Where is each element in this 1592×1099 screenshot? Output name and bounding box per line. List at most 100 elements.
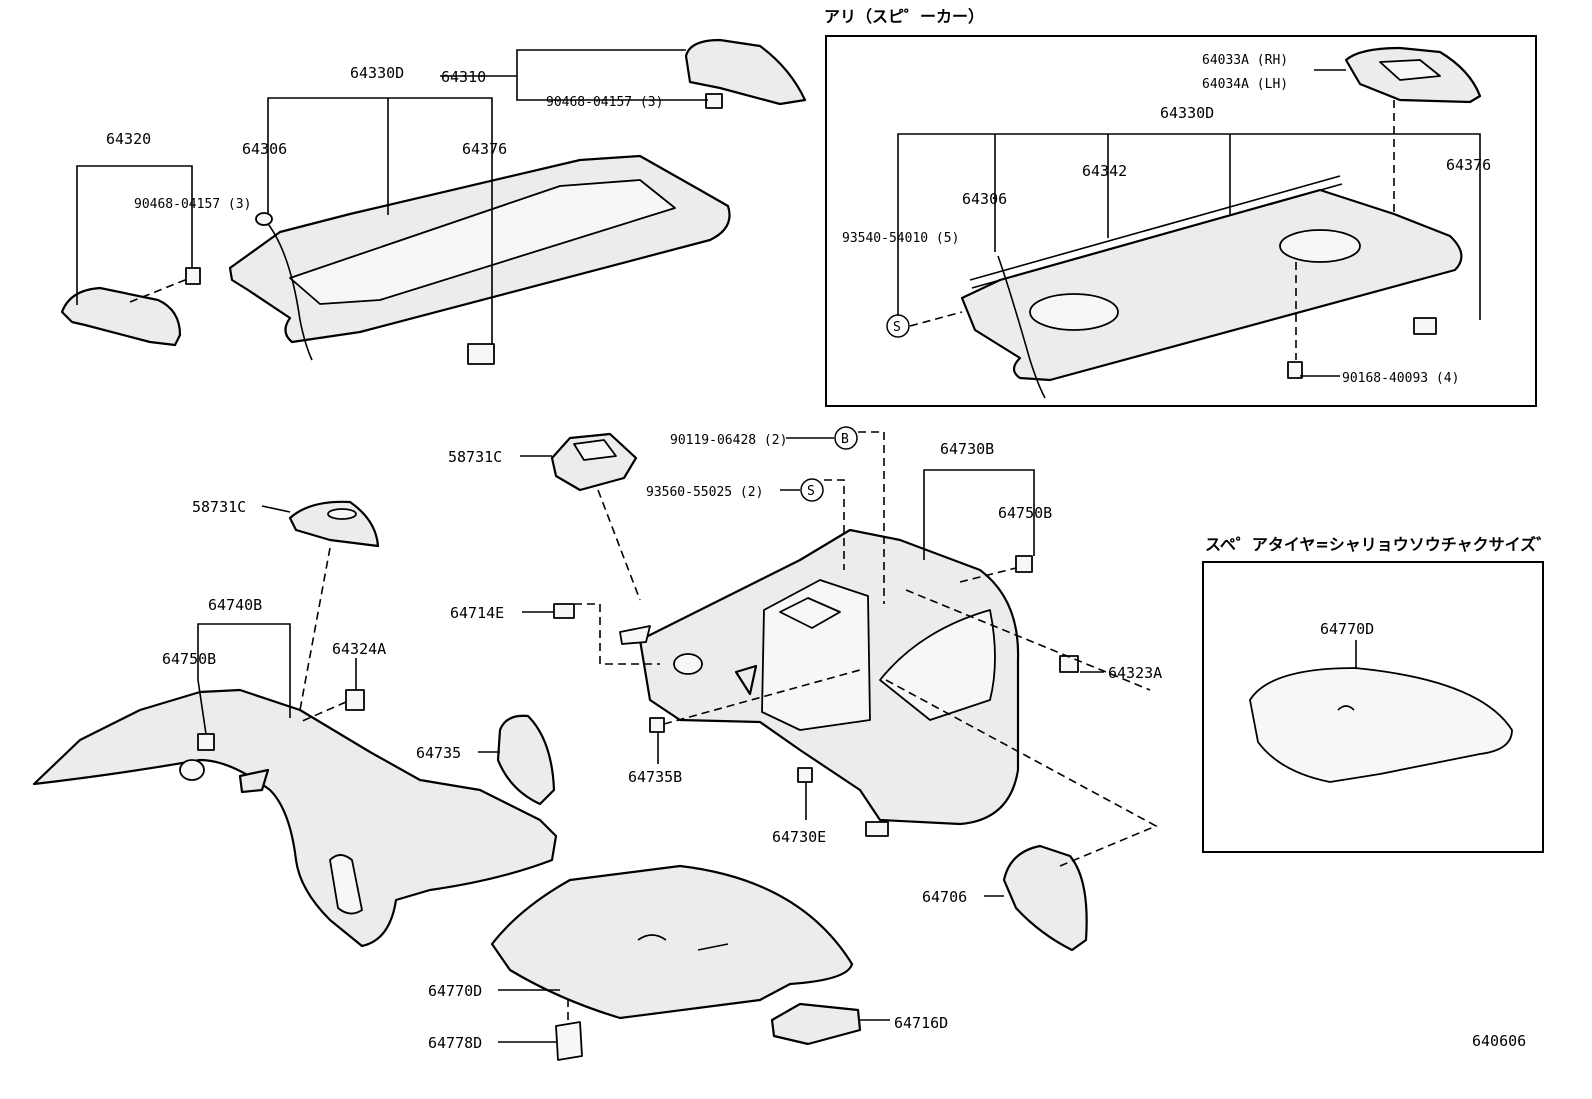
- label-90468-b: 90468-04157 (3): [546, 95, 663, 110]
- leader-dash: [909, 311, 963, 327]
- speaker-hole-left: [1029, 293, 1119, 331]
- label-64730E: 64730E: [772, 828, 826, 846]
- clip-64730E-b: [865, 821, 889, 837]
- tray-cord-64306: [264, 219, 313, 361]
- clip-64750B-left: [197, 733, 215, 751]
- leader-dash: [905, 589, 1151, 691]
- leader-dash-s: [824, 479, 845, 570]
- spare-tire-cover-64770D: [1249, 667, 1513, 783]
- leader-58731C-left: [261, 505, 291, 513]
- label-64750B-right: 64750B: [998, 504, 1052, 522]
- label-64320: 64320: [106, 130, 151, 148]
- clip-64750B-right: [1015, 555, 1033, 573]
- liner-left-clip: [238, 768, 270, 794]
- leader-64750B-left: [197, 679, 207, 735]
- clip-64714E: [553, 603, 575, 619]
- liner-right-well: [879, 609, 996, 721]
- liner-left-pocket: [329, 854, 363, 915]
- leader-64730B: [923, 469, 1035, 560]
- label-64706: 64706: [922, 888, 967, 906]
- spare-tire-inset-caption: スペ゜アタイヤ=シャリョウソウチャクサイズ゛: [1205, 535, 1552, 554]
- light-cover-58731C-left: [288, 500, 380, 548]
- clip-64324A: [345, 689, 365, 711]
- strap-64778D: [555, 1021, 583, 1061]
- label-64306: 64306: [242, 140, 287, 158]
- leader-dash: [959, 567, 1017, 583]
- label-64330D: 64330D: [350, 64, 404, 82]
- speaker-inset-caption: アリ（スピ゜ーカー）: [824, 7, 984, 26]
- leader-64330D-span: [267, 97, 493, 345]
- label-93540: 93540-54010 (5): [842, 231, 959, 246]
- symbol-b-circle: [834, 426, 858, 450]
- label-58731C-left: 58731C: [192, 498, 246, 516]
- label-64740B: 64740B: [208, 596, 262, 614]
- label-64778D: 64778D: [428, 1034, 482, 1052]
- liner-left-hole: [179, 759, 205, 781]
- label-64324A: 64324A: [332, 640, 386, 658]
- label-64310: 64310: [441, 68, 486, 86]
- liner-clip: [734, 664, 758, 696]
- label-90119: 90119-06428 (2): [670, 433, 787, 448]
- liner-tab: [619, 625, 651, 645]
- clip-64376-speaker: [1413, 317, 1437, 335]
- label-64033A: 64033A (RH): [1202, 53, 1288, 68]
- label-64770D: 64770D: [428, 982, 482, 1000]
- label-64306-speaker: 64306: [962, 190, 1007, 208]
- access-cover-64706: [1002, 844, 1088, 952]
- label-64376-speaker: 64376: [1446, 156, 1491, 174]
- symbol-s-speaker: S: [893, 320, 901, 335]
- side-cover-64310: [684, 38, 807, 106]
- label-90468-a: 90468-04157 (3): [134, 197, 251, 212]
- leader-64740B: [197, 623, 291, 718]
- leader-64330D-span-speaker: [897, 133, 1481, 330]
- mat-hole: [637, 934, 667, 941]
- spare-tire-inset-box: [1202, 561, 1544, 853]
- light-cover-58731C-right: [550, 432, 638, 492]
- label-64735: 64735: [416, 744, 461, 762]
- access-cover-64735: [496, 714, 556, 806]
- light-cover-opening: [573, 439, 617, 461]
- screw-90168: [1287, 361, 1303, 379]
- label-64714E: 64714E: [450, 604, 504, 622]
- mat-slot: [697, 943, 729, 951]
- diagram-code: 640606: [1472, 1032, 1526, 1050]
- clip-64323A: [1059, 655, 1079, 673]
- label-64716D: 64716D: [894, 1014, 948, 1032]
- cord-end: [255, 212, 273, 226]
- label-64730B: 64730B: [940, 440, 994, 458]
- clip-90468: [185, 267, 201, 285]
- liner-hole: [673, 653, 703, 675]
- symbol-b: B: [841, 432, 849, 447]
- trim-strip-64342: [969, 175, 1341, 281]
- speaker-inset-box: [825, 35, 1537, 407]
- clip-64730E: [797, 767, 813, 783]
- floor-mat-64770D: [490, 864, 854, 1020]
- leader-dash: [885, 679, 1158, 867]
- leader-dash: [299, 701, 347, 723]
- label-64330D-speaker: 64330D: [1160, 104, 1214, 122]
- trim-strip-64342-b: [971, 183, 1343, 289]
- leader-dash: [129, 277, 191, 303]
- light-cover-lens: [327, 508, 357, 520]
- tray-inner-panel: [289, 179, 676, 305]
- label-64342: 64342: [1082, 162, 1127, 180]
- label-64376: 64376: [462, 140, 507, 158]
- label-64770D-spare: 64770D: [1320, 620, 1374, 638]
- speaker-trim-opening: [1379, 59, 1441, 81]
- handle-64716D: [770, 1002, 862, 1046]
- liner-center-top: [779, 597, 841, 629]
- clip-64735B: [649, 717, 665, 733]
- leader-dash: [597, 489, 641, 601]
- label-64323A: 64323A: [1108, 664, 1162, 682]
- leader-64310: [516, 49, 708, 101]
- leader-dash-b: [858, 431, 885, 604]
- clip-64376: [467, 343, 495, 365]
- symbol-s-circle-mid: [800, 478, 824, 502]
- leader-dash: [663, 669, 861, 725]
- package-tray-speaker-64330D: [960, 188, 1463, 382]
- symbol-s-circle-speaker: [886, 314, 910, 338]
- label-64034A: 64034A (LH): [1202, 77, 1288, 92]
- tray-cord-speaker: [997, 255, 1046, 399]
